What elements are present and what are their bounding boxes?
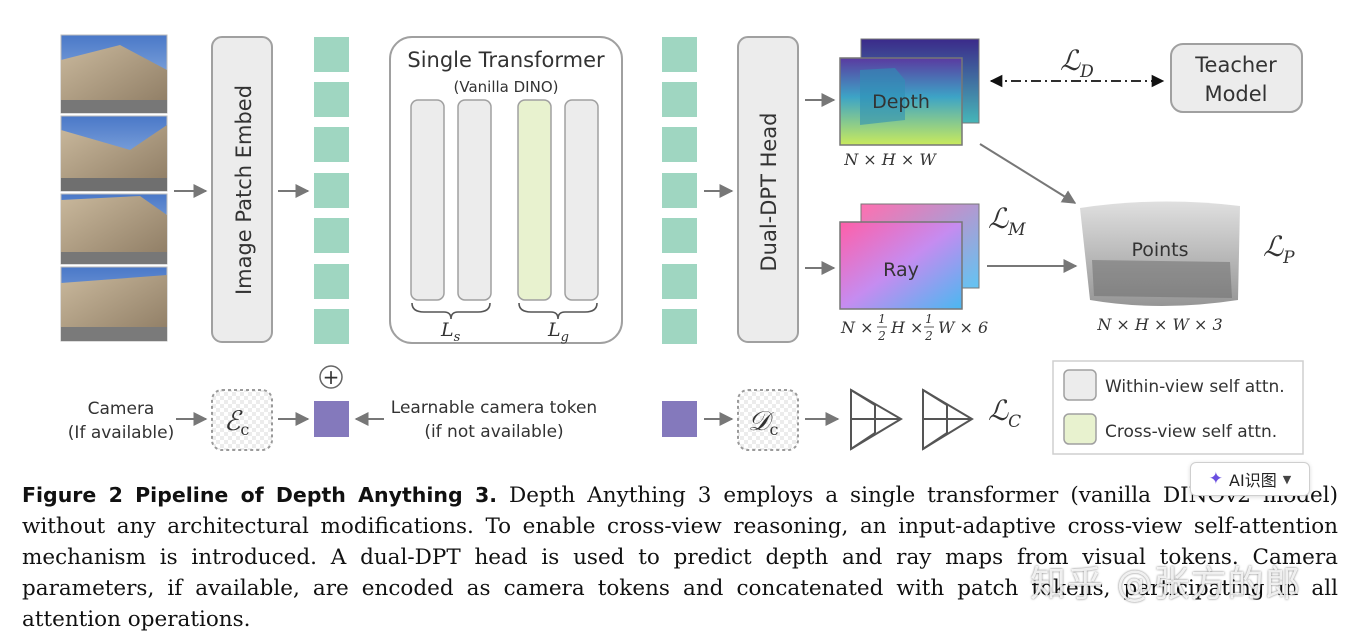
legend-within-label: Within-view self attn.: [1105, 377, 1285, 397]
depth-label: Depth: [872, 91, 930, 113]
loss-c-sub: C: [1008, 412, 1021, 432]
input-image-1: [60, 34, 168, 114]
ray-dims-prefix: N ×: [840, 318, 874, 337]
learnable-token-line1: Learnable camera token: [391, 398, 597, 418]
input-image-3: [60, 193, 168, 265]
figure-caption: Figure 2 Pipeline of Depth Anything 3. D…: [22, 480, 1338, 635]
brace-g: [518, 302, 598, 320]
ray-frac2-num: 1: [925, 312, 933, 326]
learnable-token-line2: (if not available): [424, 422, 563, 442]
caption-title: Figure 2 Pipeline of Depth Anything 3.: [22, 483, 498, 507]
legend-swatch-cross: [1063, 413, 1097, 445]
ai-image-recognition-button[interactable]: ✦ AI识图 ▼: [1190, 462, 1310, 496]
loss-d-sub: D: [1079, 62, 1094, 82]
loss-c-symbol: ℒ: [988, 394, 1009, 427]
camera-label-line2: (If available): [68, 423, 174, 443]
ai-badge-label: AI识图: [1229, 471, 1277, 490]
attn-layer-cross: [517, 99, 552, 301]
dual-dpt-head-label: Dual-DPT Head: [757, 112, 781, 271]
camera-token-output: [662, 401, 697, 437]
camera-decoder: 𝒟c: [737, 389, 799, 451]
ray-maps: Ray N × 1 2 H × 1 2 W × 6: [839, 203, 988, 343]
input-image-2: [60, 115, 168, 192]
image-patch-embed-label: Image Patch Embed: [232, 85, 256, 295]
depth-dims: N × H × W: [843, 150, 937, 169]
single-transformer-block: Single Transformer (Vanilla DINO) Ls Lg: [389, 36, 623, 345]
ray-frac1-num: 1: [878, 312, 886, 326]
svg-text:N ×: N ×: [840, 318, 874, 337]
brace-s: [411, 302, 491, 320]
svg-text:ℰc: ℰc: [224, 406, 249, 439]
svg-text:ℒM: ℒM: [988, 202, 1026, 240]
teacher-model-block: Teacher Model: [1170, 43, 1303, 113]
ray-label: Ray: [883, 259, 919, 281]
transformer-subtitle: (Vanilla DINO): [454, 78, 559, 96]
chevron-down-icon: ▼: [1282, 472, 1292, 486]
loss-d-symbol: ℒ: [1060, 44, 1081, 77]
points-label: Points: [1131, 239, 1188, 261]
points-dims: N × H × W × 3: [1096, 315, 1222, 334]
dual-dpt-head-block: Dual-DPT Head: [737, 36, 799, 343]
loss-p-symbol: ℒ: [1263, 230, 1284, 263]
loss-g-sub: g: [561, 330, 569, 345]
encoder-sub: c: [240, 420, 249, 439]
teacher-line1: Teacher: [1194, 53, 1277, 77]
input-images: [60, 34, 168, 342]
attn-layer-within-2: [457, 99, 492, 301]
sparkle-icon: ✦: [1208, 469, 1224, 489]
point-cloud: Points N × H × W × 3: [1080, 201, 1240, 334]
ray-frac2-den: 2: [924, 329, 933, 343]
loss-p-sub: P: [1282, 248, 1295, 268]
ray-dims-mid2: W × 6: [938, 318, 988, 337]
loss-s-label: L: [440, 319, 454, 341]
image-patch-embed-block: Image Patch Embed: [211, 36, 273, 343]
loss-m-symbol: ℒ: [988, 202, 1009, 235]
attn-layer-within-1: [410, 99, 445, 301]
arrow-depth-to-points: [979, 143, 1077, 204]
loss-s-sub: s: [454, 330, 461, 345]
camera-frustum-icon-2: [922, 388, 974, 451]
depth-maps: Depth N × H × W: [839, 38, 980, 169]
legend-swatch-within: [1063, 369, 1097, 401]
patch-tokens-output: [662, 37, 697, 344]
pipeline-diagram: Image Patch Embed Single Transformer (Va…: [60, 34, 1304, 455]
camera-frustum-icon-1: [850, 388, 903, 451]
ray-dims-mid1: H ×: [890, 318, 923, 337]
loss-m-sub: M: [1007, 220, 1026, 240]
encoder-symbol: ℰ: [224, 406, 243, 437]
teacher-line2: Model: [1204, 82, 1267, 106]
input-image-4: [60, 266, 168, 342]
decoder-sub: c: [770, 420, 779, 439]
attn-layer-within-3: [564, 99, 599, 301]
loss-g-label: L: [547, 319, 561, 341]
svg-text:Ls: Ls: [440, 319, 461, 345]
ray-frac1-den: 2: [877, 329, 886, 343]
svg-text:𝒟c: 𝒟c: [748, 406, 779, 439]
svg-text:ℒD: ℒD: [1060, 44, 1094, 82]
legend: Within-view self attn. Cross-view self a…: [1052, 360, 1304, 455]
svg-text:+: +: [323, 365, 340, 389]
legend-cross-label: Cross-view self attn.: [1105, 422, 1277, 442]
camera-encoder: ℰc: [211, 389, 273, 451]
svg-text:Lg: Lg: [547, 319, 569, 345]
plus-symbol: +: [319, 365, 343, 389]
camera-label-line1: Camera: [88, 399, 155, 419]
svg-text:ℒC: ℒC: [988, 394, 1021, 432]
patch-tokens-input: [314, 37, 349, 344]
camera-token-input: [314, 401, 349, 437]
transformer-title: Single Transformer: [407, 48, 605, 72]
svg-text:ℒP: ℒP: [1263, 230, 1295, 268]
